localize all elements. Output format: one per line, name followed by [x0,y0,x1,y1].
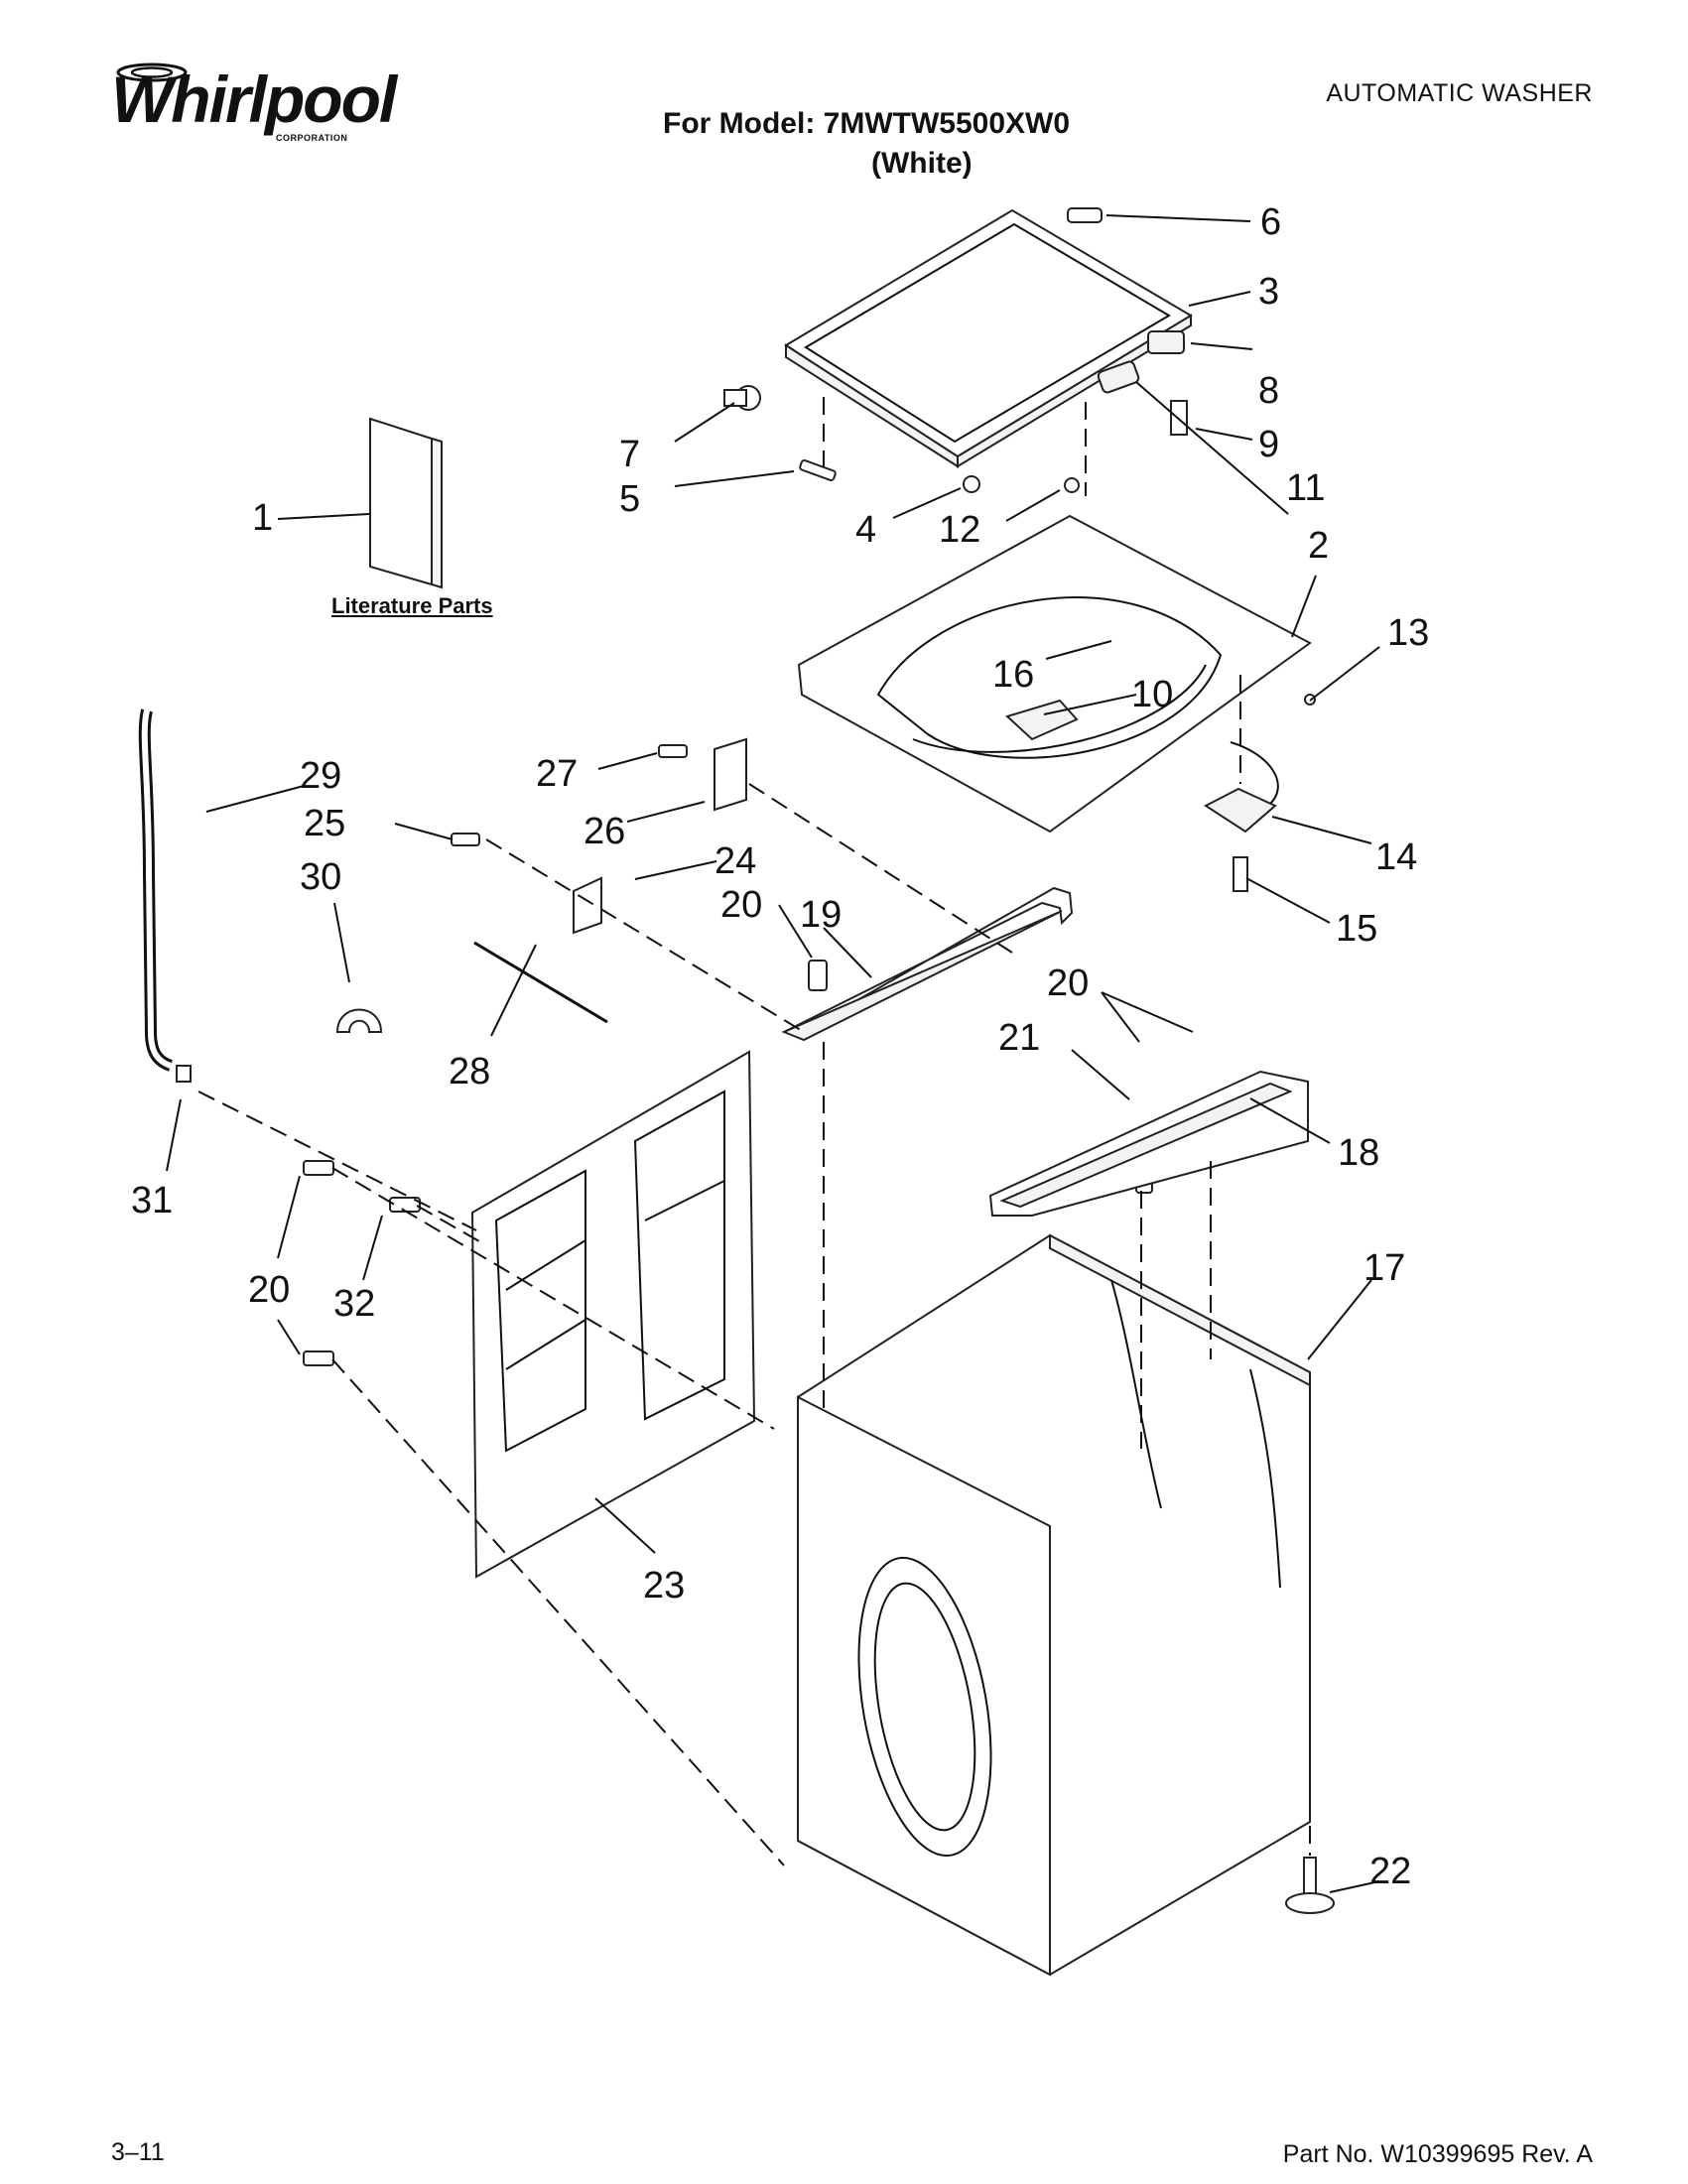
callout-13: 13 [1387,612,1429,654]
part-number: Part No. W10399695 Rev. A [1282,2140,1593,2168]
washer-top-part [797,360,1312,834]
callout-3: 3 [1258,271,1279,313]
callout-22: 22 [1369,1851,1411,1892]
lid-switch-part [1204,741,1279,892]
callout-15: 15 [1336,908,1377,950]
literature-parts-label: Literature Parts [331,593,493,618]
assembly-lines [197,397,1311,1866]
page-number: 3–11 [111,2138,165,2166]
callout-numbers: 1 2 3 4 5 6 7 8 9 10 11 12 13 14 15 16 1… [131,201,1429,1892]
callout-32: 32 [333,1283,375,1325]
callout-28: 28 [449,1051,490,1092]
callout-20: 20 [248,1269,290,1311]
callout-23: 23 [643,1565,685,1606]
lid-hardware [723,207,1316,706]
literature-parts-book [369,417,443,589]
whirlpool-logo-swirl-icon [116,63,188,82]
callout-16: 16 [992,654,1034,696]
callout-9: 9 [1258,424,1279,465]
brackets [573,737,747,935]
callout-11: 11 [1286,467,1325,509]
section-title: AUTOMATIC WASHER [1326,79,1593,107]
callout-4: 4 [855,509,876,551]
callout-20: 20 [1047,963,1089,1004]
callout-24: 24 [714,840,756,882]
callout-12: 12 [939,509,980,551]
front-brace-part [988,1070,1309,1217]
callout-26: 26 [584,811,625,852]
callout-14: 14 [1375,836,1417,878]
callout-8: 8 [1258,370,1279,412]
model-line: For Model: 7MWTW5500XW0 [663,107,1071,140]
callout-27: 27 [536,753,578,795]
callout-6: 6 [1260,201,1281,243]
drain-hose-part [138,708,383,1083]
leader-lines [166,214,1380,1893]
callout-1: 1 [252,497,273,539]
lid-part [784,208,1193,468]
callout-19: 19 [800,894,842,936]
callout-18: 18 [1338,1132,1379,1174]
leveling-foot-part [1285,1857,1335,1914]
callout-20: 20 [720,884,762,926]
callout-17: 17 [1363,1247,1405,1289]
callout-5: 5 [619,478,640,520]
rear-brace-part [781,886,1074,1042]
callout-31: 31 [131,1180,173,1221]
brand-logo: Whirlpool [111,63,397,136]
rod-part [473,941,608,1024]
callout-30: 30 [300,856,341,898]
callout-10: 10 [1131,674,1173,715]
callout-21: 21 [998,1017,1040,1059]
callout-7: 7 [619,434,640,475]
color-line: (White) [871,147,973,180]
brand-sub: CORPORATION [276,133,348,143]
callout-29: 29 [300,755,341,797]
callout-25: 25 [304,803,345,844]
cabinet-part [797,1233,1311,1977]
callout-2: 2 [1308,525,1329,567]
rear-panel-part [470,1050,756,1579]
